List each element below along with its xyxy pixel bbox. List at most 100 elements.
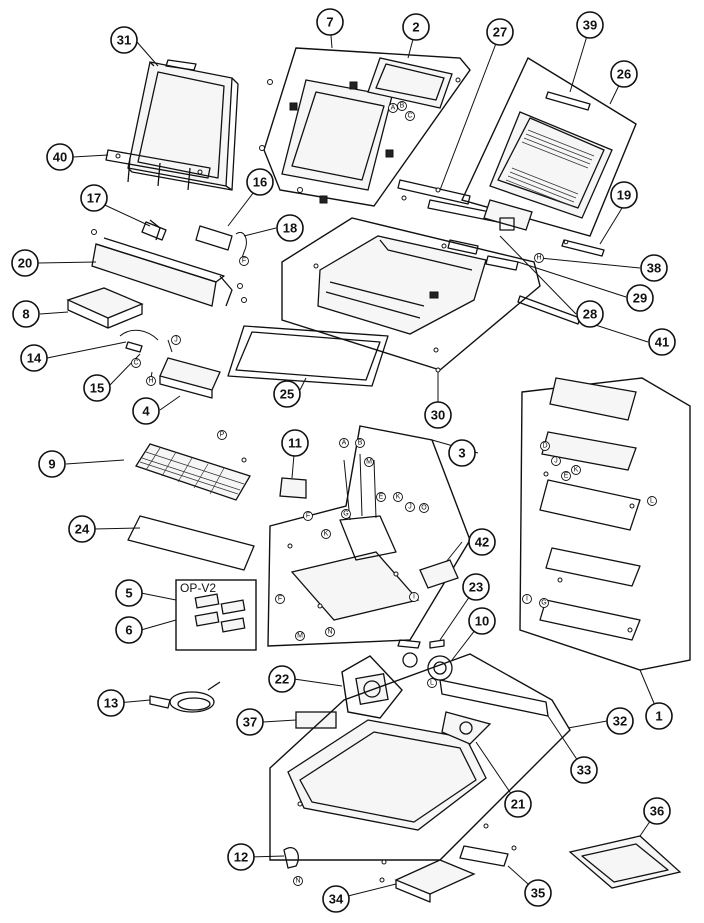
- keyboard-bezel: [227, 325, 389, 387]
- svg-text:34: 34: [329, 892, 344, 907]
- hard-disk-drive: [66, 287, 144, 329]
- svg-text:30: 30: [431, 408, 445, 423]
- svg-text:13: 13: [104, 696, 118, 711]
- svg-text:7: 7: [326, 15, 333, 30]
- callout-41: 41: [648, 328, 676, 356]
- svg-text:38: 38: [647, 261, 661, 276]
- svg-text:1: 1: [655, 709, 662, 724]
- connector-i-2: I: [522, 594, 532, 604]
- callout-7: 7: [316, 8, 344, 36]
- connector-c-1: C: [405, 111, 415, 121]
- callout-34: 34: [322, 885, 350, 913]
- connector-h-1: H: [534, 253, 544, 263]
- callout-24: 24: [68, 515, 96, 543]
- callout-22: 22: [268, 665, 296, 693]
- svg-text:M: M: [366, 459, 372, 466]
- connector-f-1: F: [239, 256, 249, 266]
- callout-28: 28: [576, 300, 604, 328]
- ac-adapter-cord: [149, 681, 221, 713]
- svg-text:27: 27: [493, 25, 507, 40]
- callout-2: 2: [402, 13, 430, 41]
- connector-c-2: C: [131, 358, 141, 368]
- callout-6: 6: [115, 616, 143, 644]
- connector-f-2: F: [303, 511, 313, 521]
- svg-text:14: 14: [27, 351, 42, 366]
- svg-text:C: C: [133, 360, 138, 367]
- svg-text:39: 39: [583, 18, 597, 33]
- svg-text:D: D: [542, 443, 547, 450]
- keyboard-sheet: [127, 515, 255, 571]
- connector-e-1: E: [376, 492, 386, 502]
- connector-b-2: B: [355, 438, 365, 448]
- bottom-bracket: [459, 845, 517, 867]
- callout-15: 15: [83, 374, 111, 402]
- connector-n-1: N: [325, 627, 335, 637]
- option-memory-box: OP-V2: [175, 579, 257, 651]
- svg-text:F: F: [306, 513, 310, 520]
- svg-text:G: G: [343, 511, 348, 518]
- svg-text:I: I: [413, 594, 415, 601]
- lcd-bracket: [105, 149, 211, 191]
- callout-10: 10: [468, 607, 496, 635]
- callout-13: 13: [97, 689, 125, 717]
- svg-text:F: F: [278, 596, 282, 603]
- svg-text:20: 20: [18, 256, 32, 271]
- hinge-assembly: [397, 179, 533, 271]
- connector-a-1: A: [388, 103, 398, 113]
- callout-31: 31: [110, 26, 138, 54]
- svg-text:25: 25: [280, 387, 294, 402]
- connector-m-2: M: [295, 631, 305, 641]
- connector-l-1: L: [647, 496, 657, 506]
- callout-11: 11: [281, 429, 309, 457]
- connector-e-2: E: [561, 471, 571, 481]
- svg-text:F: F: [242, 258, 246, 265]
- callout-3: 3: [448, 439, 476, 467]
- connector-d-1: D: [540, 441, 550, 451]
- svg-text:J: J: [408, 504, 412, 511]
- svg-text:J: J: [554, 458, 558, 465]
- svg-text:33: 33: [577, 763, 591, 778]
- svg-text:32: 32: [613, 714, 627, 729]
- svg-text:37: 37: [243, 715, 257, 730]
- callout-29: 29: [626, 284, 654, 312]
- svg-text:28: 28: [583, 307, 597, 322]
- connector-l-2: L: [427, 678, 437, 688]
- callout-18: 18: [276, 214, 304, 242]
- right-assembly-group: [519, 377, 691, 671]
- svg-text:15: 15: [90, 381, 104, 396]
- connector-n-2: N: [293, 876, 303, 886]
- svg-text:K: K: [396, 494, 401, 501]
- callout-17: 17: [80, 184, 108, 212]
- callout-23: 23: [462, 573, 490, 601]
- svg-text:H: H: [148, 378, 153, 385]
- svg-text:N: N: [327, 629, 332, 636]
- callout-35: 35: [524, 879, 552, 907]
- svg-text:2: 2: [412, 20, 419, 35]
- top-cover-group: [461, 56, 637, 257]
- connector-g-2: G: [539, 598, 549, 608]
- svg-text:C: C: [407, 113, 412, 120]
- callout-33: 33: [570, 756, 598, 784]
- svg-text:12: 12: [234, 850, 248, 865]
- connector-j-1: J: [171, 335, 181, 345]
- svg-text:E: E: [379, 494, 384, 501]
- connector-o-1: O: [419, 503, 429, 513]
- callout-25: 25: [273, 380, 301, 408]
- svg-text:18: 18: [283, 221, 297, 236]
- keyboard: [135, 443, 251, 501]
- svg-text:29: 29: [633, 291, 647, 306]
- bottom-door-left: [394, 859, 476, 903]
- svg-text:31: 31: [117, 33, 131, 48]
- svg-text:3: 3: [458, 446, 465, 461]
- svg-text:L: L: [650, 498, 654, 505]
- svg-text:8: 8: [22, 307, 29, 322]
- svg-text:N: N: [295, 878, 300, 885]
- callout-30: 30: [424, 401, 452, 429]
- svg-text:L: L: [430, 680, 434, 687]
- svg-text:O: O: [421, 505, 427, 512]
- svg-text:26: 26: [617, 67, 631, 82]
- svg-text:A: A: [391, 105, 396, 112]
- callout-19: 19: [610, 181, 638, 209]
- callout-20: 20: [11, 249, 39, 277]
